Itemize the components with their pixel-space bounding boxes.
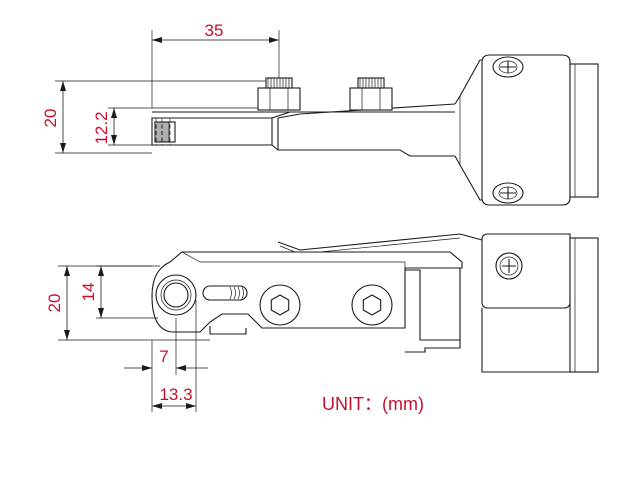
dim-top-20-label: 20	[41, 109, 60, 128]
screw-icon	[492, 182, 524, 204]
top-rod	[151, 111, 273, 146]
dim-7: 7	[124, 300, 208, 412]
dim-13-3: 13.3	[152, 385, 196, 409]
hex-bolt-icon	[259, 284, 301, 326]
unit-label: UNIT：(mm)	[322, 394, 424, 414]
screw-icon	[492, 56, 524, 78]
dim-7-label: 7	[159, 347, 168, 366]
top-arm-upper	[277, 103, 456, 119]
top-housing	[481, 54, 599, 206]
slot-spring	[202, 285, 248, 301]
side-lower-tab	[209, 326, 247, 335]
dim-side-20-label: 20	[45, 294, 64, 313]
top-arm-lower	[271, 144, 455, 157]
dim-14-label: 14	[79, 283, 98, 302]
top-nut-left	[257, 77, 301, 111]
hex-bolt-icon	[351, 284, 393, 326]
side-view: 20 14 7 13.3	[45, 233, 599, 412]
dim-12-2: 12.2	[92, 107, 258, 146]
dim-12-2-label: 12.2	[92, 111, 111, 144]
side-base	[405, 269, 461, 353]
dim-14: 14	[79, 265, 160, 319]
side-lever	[151, 251, 463, 333]
dim-35-label: 35	[205, 21, 224, 40]
dim-35: 35	[151, 21, 280, 108]
dim-top-20: 20	[41, 80, 266, 154]
dim-13-3-label: 13.3	[159, 385, 192, 404]
roller-icon	[155, 274, 197, 316]
spring-wire	[277, 233, 483, 251]
top-view: 35 20 12.2	[41, 21, 599, 206]
screw-icon	[495, 252, 523, 280]
top-nut-right	[349, 77, 393, 111]
side-housing	[481, 233, 599, 373]
